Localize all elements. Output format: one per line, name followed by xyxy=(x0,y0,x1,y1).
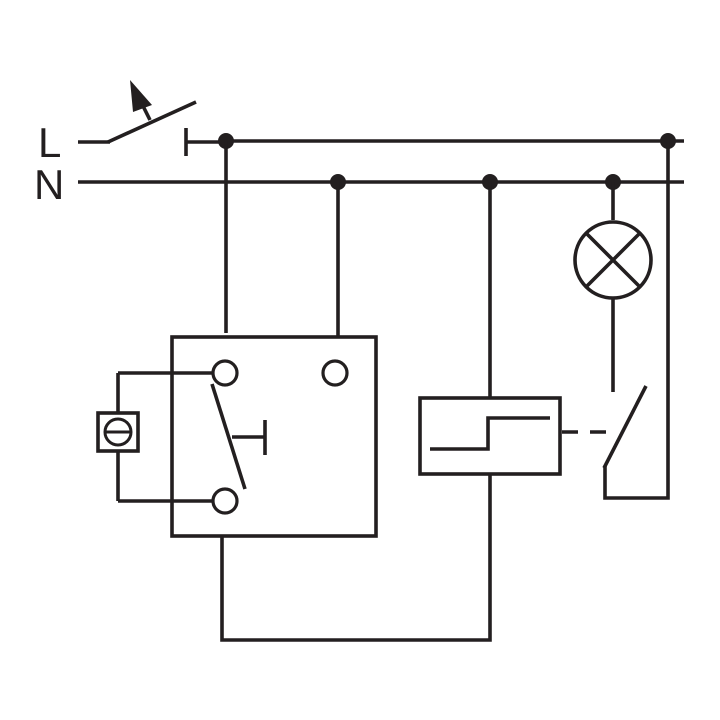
lamp-icon xyxy=(573,220,653,300)
terminal xyxy=(211,359,239,387)
relay-unit xyxy=(170,335,378,538)
time-relay-coil xyxy=(418,396,562,476)
terminal xyxy=(321,359,349,387)
arrow-icon xyxy=(130,80,152,112)
main-switch xyxy=(78,80,230,156)
neutral-line-label: N xyxy=(34,161,64,208)
terminal xyxy=(211,487,239,515)
live-line-label: L xyxy=(38,119,61,166)
push-button-icon xyxy=(96,411,140,453)
relay-contact xyxy=(602,141,670,500)
